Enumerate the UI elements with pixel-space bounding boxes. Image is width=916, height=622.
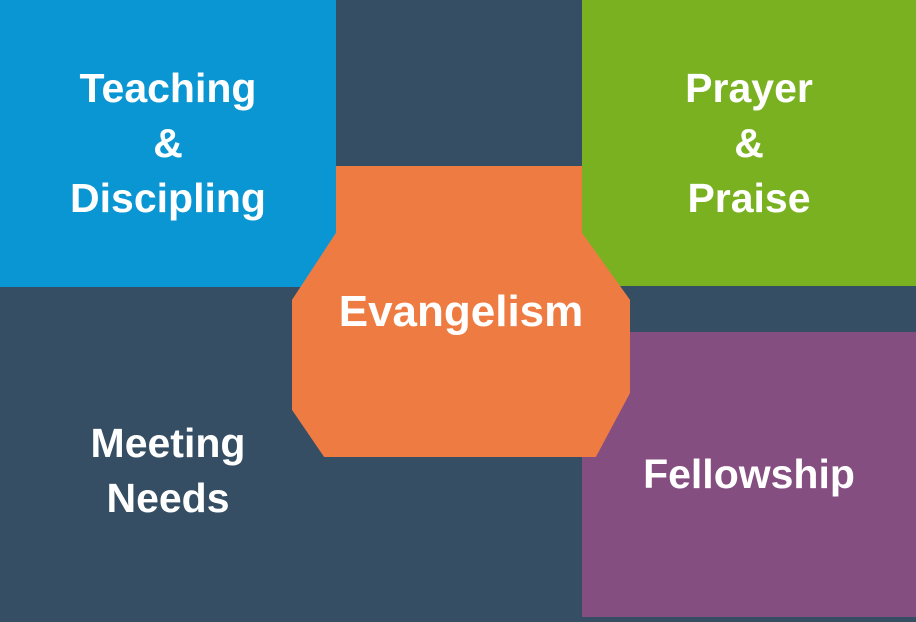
label-line: Meeting	[90, 419, 246, 466]
block-fellowship-label: Fellowship	[643, 447, 855, 502]
label-line: Needs	[106, 474, 230, 521]
block-meeting-needs-label: Meeting Needs	[91, 416, 246, 526]
label-line: Fellowship	[643, 451, 855, 497]
block-meeting-needs: Meeting Needs	[0, 388, 336, 553]
center-shape-evangelism-label: Evangelism	[339, 287, 584, 337]
block-prayer-praise-label: Prayer & Praise	[685, 61, 813, 226]
label-line: Praise	[687, 174, 811, 221]
block-teaching-discipling: Teaching & Discipling	[0, 0, 336, 287]
label-line: Teaching	[79, 65, 257, 111]
block-teaching-discipling-label: Teaching & Discipling	[70, 61, 266, 226]
block-prayer-praise: Prayer & Praise	[582, 0, 916, 286]
block-fellowship: Fellowship	[582, 332, 916, 617]
label-line: &	[734, 119, 764, 166]
label-line: Evangelism	[338, 286, 584, 336]
label-line: &	[153, 120, 183, 166]
label-line: Discipling	[70, 175, 266, 221]
center-shape-evangelism: Evangelism	[292, 166, 630, 457]
label-line: Prayer	[685, 64, 813, 111]
